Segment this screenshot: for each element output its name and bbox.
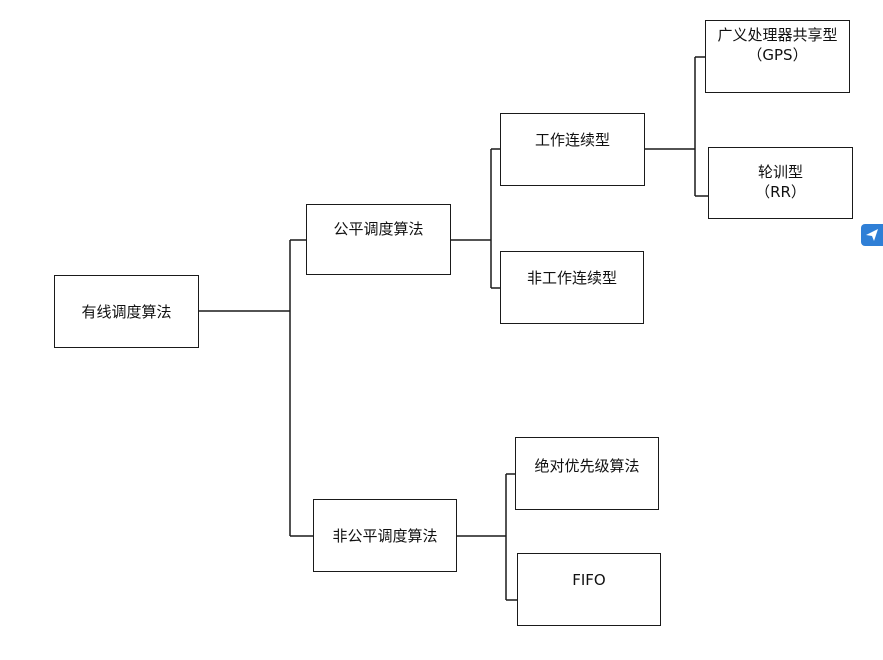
node-gps[interactable]: 广义处理器共享型 （GPS） [705, 20, 850, 93]
node-non-work-conserving[interactable]: 非工作连续型 [500, 251, 644, 324]
node-rr[interactable]: 轮训型 （RR） [708, 147, 853, 219]
node-fifo[interactable]: FIFO [517, 553, 661, 626]
node-non-work-conserving-label: 非工作连续型 [526, 269, 617, 287]
node-fair-label: 公平调度算法 [333, 220, 424, 238]
node-absolute-priority[interactable]: 绝对优先级算法 [515, 437, 659, 510]
node-work-conserving[interactable]: 工作连续型 [500, 113, 645, 186]
paper-plane-icon [866, 229, 878, 241]
node-root-label: 有线调度算法 [81, 302, 172, 321]
node-gps-sub: （GPS） [747, 46, 808, 64]
connector-root-fair-unfair [199, 239, 313, 537]
connector-fair-children [451, 148, 500, 289]
node-work-conserving-label: 工作连续型 [534, 131, 610, 149]
node-gps-label: 广义处理器共享型 [717, 26, 838, 44]
node-fifo-label: FIFO [572, 571, 606, 589]
side-tool-button[interactable] [861, 224, 883, 246]
node-root[interactable]: 有线调度算法 [54, 275, 199, 348]
node-fair[interactable]: 公平调度算法 [306, 204, 451, 275]
node-unfair[interactable]: 非公平调度算法 [313, 499, 457, 572]
node-unfair-label: 非公平调度算法 [332, 526, 438, 545]
connector-unfair-children [457, 473, 517, 601]
node-absolute-priority-label: 绝对优先级算法 [534, 457, 640, 475]
node-rr-label: 轮训型 [757, 163, 803, 181]
connector-work-children [645, 56, 708, 197]
node-rr-sub: （RR） [755, 183, 806, 201]
